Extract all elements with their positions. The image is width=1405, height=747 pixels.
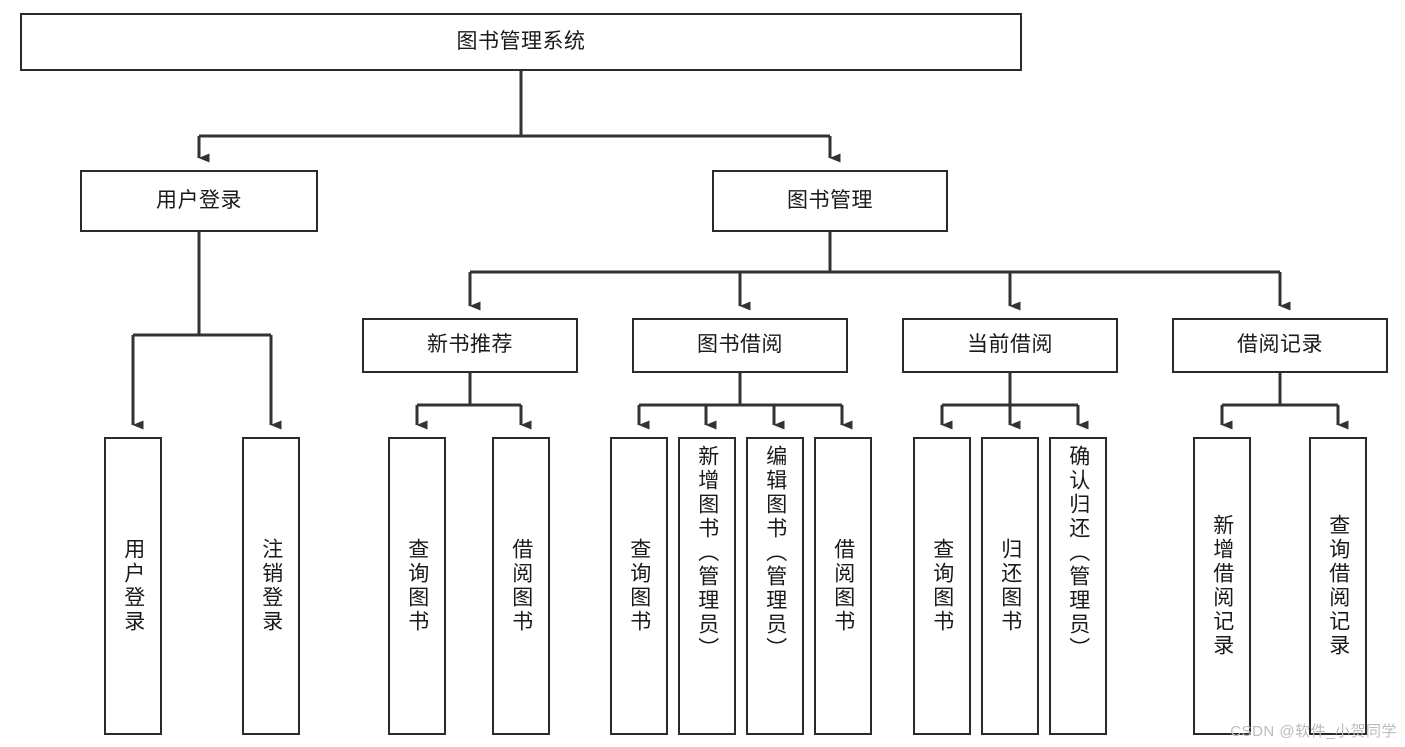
node-borrow-record-label: 借阅记录 — [1237, 333, 1323, 357]
node-current-borrow[interactable]: 当前借阅 — [902, 318, 1118, 373]
leaf-query-book-1[interactable]: 查询图书 — [388, 437, 446, 735]
node-root-system[interactable]: 图书管理系统 — [20, 13, 1022, 71]
leaf-borrow-book-1-label: 借阅图书 — [509, 538, 533, 634]
node-user-login[interactable]: 用户登录 — [80, 170, 318, 232]
leaf-add-record[interactable]: 新增借阅记录 — [1193, 437, 1251, 735]
leaf-return-book-label: 归还图书 — [998, 538, 1022, 634]
leaf-add-book[interactable]: 新增图书（管理员） — [678, 437, 736, 735]
node-current-borrow-label: 当前借阅 — [967, 333, 1053, 357]
leaf-add-book-label: 新增图书（管理员） — [695, 445, 719, 661]
leaf-user-logout[interactable]: 注销登录 — [242, 437, 300, 735]
node-book-borrow[interactable]: 图书借阅 — [632, 318, 848, 373]
leaf-edit-book-label: 编辑图书（管理员） — [763, 445, 787, 661]
leaf-confirm-return[interactable]: 确认归还（管理员） — [1049, 437, 1107, 735]
leaf-borrow-book-2-label: 借阅图书 — [831, 538, 855, 634]
leaf-confirm-return-label: 确认归还（管理员） — [1066, 445, 1090, 661]
leaf-add-record-label: 新增借阅记录 — [1210, 514, 1234, 658]
leaf-borrow-book-1[interactable]: 借阅图书 — [492, 437, 550, 735]
leaf-borrow-book-2[interactable]: 借阅图书 — [814, 437, 872, 735]
leaf-query-book-3-label: 查询图书 — [930, 538, 954, 634]
leaf-query-book-1-label: 查询图书 — [405, 538, 429, 634]
leaf-user-login-label: 用户登录 — [121, 538, 145, 634]
node-book-manage-label: 图书管理 — [787, 188, 873, 212]
leaf-query-record-label: 查询借阅记录 — [1326, 514, 1350, 658]
csdn-watermark: CSDN @软件_小贺同学 — [1230, 723, 1397, 740]
node-borrow-record[interactable]: 借阅记录 — [1172, 318, 1388, 373]
leaf-query-book-2-label: 查询图书 — [627, 538, 651, 634]
node-root-system-label: 图书管理系统 — [456, 29, 586, 53]
leaf-query-record[interactable]: 查询借阅记录 — [1309, 437, 1367, 735]
leaf-query-book-3[interactable]: 查询图书 — [913, 437, 971, 735]
leaf-edit-book[interactable]: 编辑图书（管理员） — [746, 437, 804, 735]
leaf-user-login[interactable]: 用户登录 — [104, 437, 162, 735]
leaf-user-logout-label: 注销登录 — [259, 538, 283, 634]
leaf-query-book-2[interactable]: 查询图书 — [610, 437, 668, 735]
node-new-book-recommend-label: 新书推荐 — [427, 333, 513, 357]
node-book-borrow-label: 图书借阅 — [697, 333, 783, 357]
leaf-return-book[interactable]: 归还图书 — [981, 437, 1039, 735]
node-user-login-label: 用户登录 — [156, 188, 242, 212]
node-new-book-recommend[interactable]: 新书推荐 — [362, 318, 578, 373]
node-book-manage[interactable]: 图书管理 — [712, 170, 948, 232]
